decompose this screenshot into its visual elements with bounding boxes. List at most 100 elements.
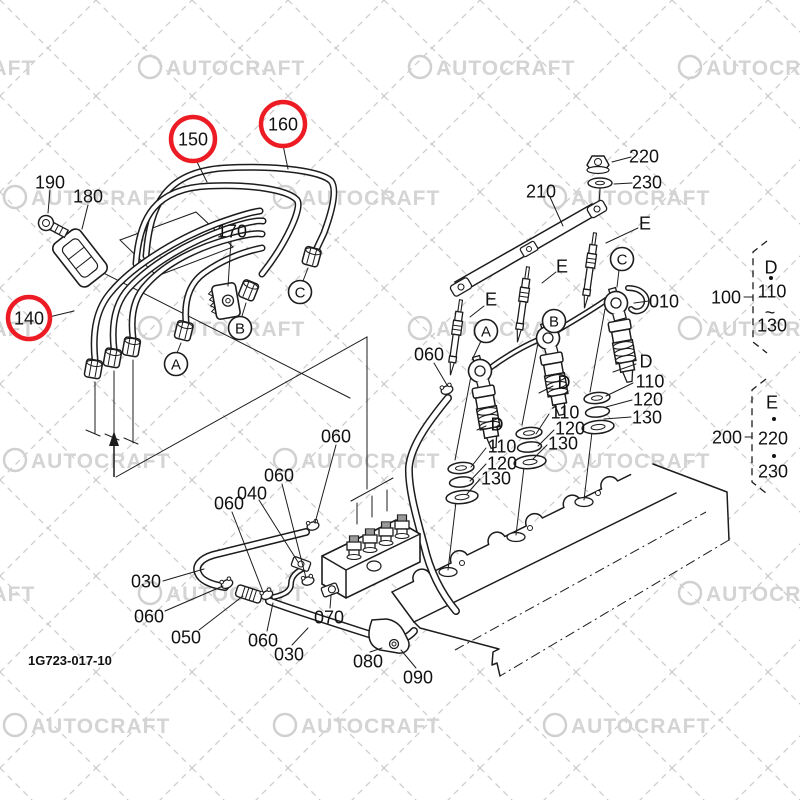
part-label-E: E (556, 257, 568, 277)
watermark-text: AUTOCRAFT (706, 318, 800, 341)
pipe-core (183, 246, 264, 324)
part-label-230: 230 (758, 462, 788, 482)
part-label-E: E (766, 393, 778, 413)
diagram-code: 1G723-017-10 (28, 653, 112, 668)
part-label-060: 060 (134, 607, 164, 627)
part-label-120: 120 (633, 390, 663, 410)
part-label-080: 080 (353, 652, 383, 672)
red-circled-label-160: 160 (258, 99, 308, 149)
autocraft-watermark: AUTOCRAFT (2, 184, 170, 210)
legend-dot (772, 454, 776, 458)
part-label-130: 130 (481, 469, 511, 489)
pipe-core (194, 529, 309, 590)
watermark-text: AUTOCRAFT (571, 715, 710, 738)
part-number-labels: 190180170210220230010EEEDDD1101201301101… (28, 147, 788, 688)
letter-text: C (295, 285, 306, 302)
part-label-170: 170 (217, 222, 247, 242)
part-label-090: 090 (403, 668, 433, 688)
autocraft-watermark: AUTOCRAFT (677, 315, 800, 341)
part-label-180: 180 (73, 187, 103, 207)
legend-bracket-100 (752, 240, 768, 354)
pipe-core (272, 565, 309, 599)
highlighted-part-numbers: 140 150 160 (5, 99, 308, 342)
part-label-D: D (491, 415, 504, 435)
part-label-130: 130 (548, 434, 578, 454)
part-label-140: 140 (14, 309, 44, 329)
watermark-text: AUTOCRAFT (31, 450, 170, 473)
legend-dot (769, 276, 773, 280)
position-letters: A B C A B C (163, 246, 635, 377)
part-label-E: E (639, 214, 651, 234)
part-label-130: 130 (632, 408, 662, 428)
pipe-core (626, 286, 649, 313)
autocraft-watermark: AUTOCRAFT (542, 712, 710, 738)
watermark-text: AUTOCRAFT (0, 583, 35, 606)
circled-letter-A: A (473, 318, 499, 344)
part-label-060: 060 (414, 345, 444, 365)
watermark-text: AUTOCRAFT (301, 715, 440, 738)
watermark-text: AUTOCRAFT (706, 57, 800, 80)
part-label-060: 060 (248, 631, 278, 651)
watermark-text: AUTOCRAFT (301, 187, 440, 210)
letter-text: C (617, 252, 628, 269)
watermark-text: AUTOCRAFT (436, 57, 575, 80)
letter-text: B (235, 321, 245, 338)
autocraft-watermark: AUTOCRAFT (137, 54, 304, 80)
pipe-core (134, 183, 301, 276)
autocraft-watermark: AUTOCRAFT (677, 54, 800, 80)
part-label-120: 120 (487, 454, 517, 474)
part-label-200: 200 (712, 428, 742, 448)
part-label-D: D (765, 258, 778, 278)
letter-text: A (481, 324, 491, 341)
watermark-text: AUTOCRAFT (571, 450, 710, 473)
circled-letter-A: A (163, 351, 189, 377)
autocraft-watermark: AUTOCRAFT (0, 583, 35, 606)
part-label-040: 040 (237, 484, 267, 504)
autocraft-watermark: AUTOCRAFT (0, 57, 34, 80)
part-label-D: D (558, 373, 571, 393)
part-label-060: 060 (321, 427, 351, 447)
part-label-E: E (485, 290, 497, 310)
leader-lines (47, 144, 754, 669)
watermark-text: AUTOCRAFT (706, 583, 800, 606)
part-label-110: 110 (758, 282, 787, 302)
part-label-220: 220 (629, 147, 659, 167)
part-label-150: 150 (178, 130, 208, 150)
pipe-core (488, 338, 540, 370)
part-label-230: 230 (632, 173, 662, 193)
red-circled-label-140: 140 (5, 294, 53, 342)
part-label-030: 030 (274, 645, 304, 665)
part-label-160: 160 (268, 115, 298, 135)
circled-letter-C: C (609, 246, 635, 272)
autocraft-watermark: AUTOCRAFT (272, 447, 439, 473)
part-label-210: 210 (526, 182, 556, 202)
autocraft-watermark: AUTOCRAFT (2, 712, 170, 738)
part-label-110: 110 (488, 437, 517, 457)
watermark-text: AUTOCRAFT (31, 715, 170, 738)
autocraft-watermark: AUTOCRAFT (2, 447, 170, 473)
red-circled-label-150: 150 (168, 114, 218, 164)
legend-bracket-200 (751, 378, 767, 494)
part-label-060: 060 (214, 494, 244, 514)
letter-text: B (549, 314, 559, 331)
part-label-050: 050 (171, 628, 201, 648)
part-label-190: 190 (35, 173, 65, 193)
exploded-view-drawing (37, 144, 768, 677)
autocraft-watermark: AUTOCRAFT (677, 580, 800, 606)
part-label-030: 030 (131, 572, 161, 592)
watermark-text: AUTOCRAFT (31, 187, 170, 210)
part-label-010: 010 (649, 292, 679, 312)
part-label-D: D (640, 352, 653, 372)
autocraft-watermark: AUTOCRAFT (272, 712, 440, 738)
part-label-110: 110 (551, 403, 580, 423)
part-label-060: 060 (264, 466, 294, 486)
part-label-100: 100 (711, 288, 741, 308)
circled-letter-B: B (227, 315, 253, 341)
part-label-~: ~ (765, 303, 776, 323)
pipe-core (92, 209, 262, 362)
part-label-110: 110 (636, 372, 665, 392)
part-label-130: 130 (757, 316, 787, 336)
letter-text: A (171, 357, 181, 374)
